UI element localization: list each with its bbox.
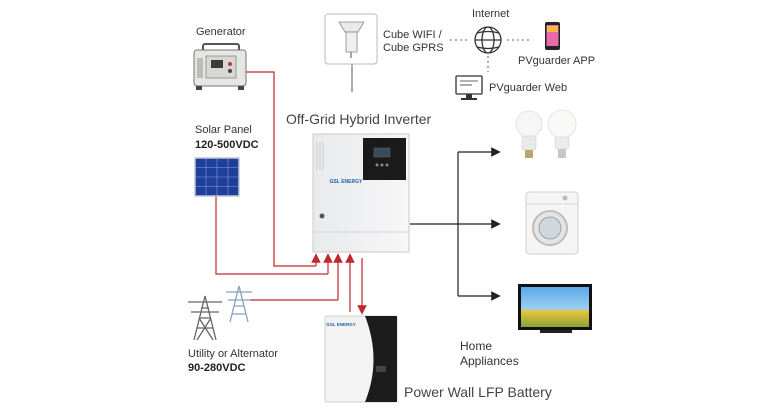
solar-panel-icon <box>194 157 240 197</box>
television-icon <box>518 284 592 333</box>
generator-label: Generator <box>196 26 246 38</box>
battery-brand-text: GSL ENERGY <box>326 322 355 327</box>
home-appliances-line1: Home <box>460 339 493 353</box>
cube-gprs-label: Cube GPRS <box>383 42 444 54</box>
red-arrows <box>311 253 367 315</box>
solar-voltage-label: 120-500VDC <box>195 139 259 151</box>
globe-icon <box>474 26 502 54</box>
smartphone-icon <box>545 22 560 50</box>
power-tower-icon <box>188 285 252 341</box>
solar-wire <box>215 196 328 275</box>
wifi-dongle-icon <box>324 13 378 65</box>
washing-machine-icon <box>525 191 579 255</box>
monitor-icon <box>455 75 483 100</box>
cube-wifi-label: Cube WIFI / <box>383 29 442 41</box>
solar-panel-label: Solar Panel <box>195 124 252 136</box>
battery-title: Power Wall LFP Battery <box>404 384 552 400</box>
generator-wire <box>245 71 316 267</box>
app-label: PVguarder APP <box>518 55 596 67</box>
internet-label: Internet <box>472 8 510 20</box>
web-label: PVguarder Web <box>489 82 568 94</box>
home-appliances-line2: Appliances <box>460 354 519 368</box>
output-wiring <box>410 147 501 301</box>
comm-lines <box>351 39 530 92</box>
battery-device <box>324 315 398 403</box>
utility-voltage-label: 90-280VDC <box>188 362 246 374</box>
utility-label: Utility or Alternator <box>188 348 278 360</box>
red-wiring <box>215 71 338 301</box>
inverter-title: Off-Grid Hybrid Inverter <box>286 111 432 127</box>
light-bulb-icon <box>515 109 577 158</box>
inverter-device <box>312 133 410 253</box>
inverter-brand-text: GSL ENERGY <box>330 179 363 185</box>
generator-icon <box>193 43 247 90</box>
